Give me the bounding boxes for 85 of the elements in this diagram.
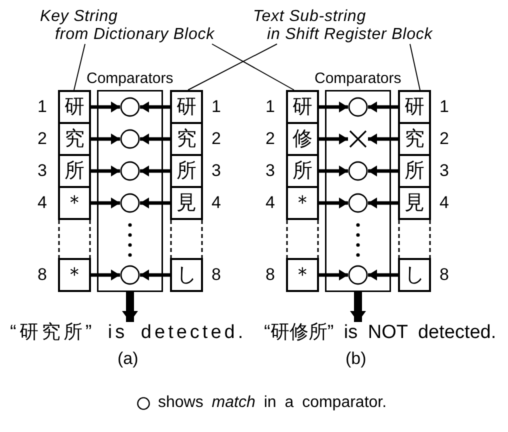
character-cell: 修 (286, 122, 319, 156)
row-number: 2 (212, 129, 221, 148)
arrow (368, 134, 398, 144)
character-cell: 見 (170, 186, 203, 220)
character-cell: 究 (398, 122, 431, 156)
arrow (319, 198, 348, 208)
result-text: “研究所” is detected. (10, 322, 246, 344)
row-number: 8 (440, 265, 449, 284)
row-number: 3 (38, 161, 47, 180)
circle-symbol (348, 265, 368, 285)
row-number: 2 (38, 129, 47, 148)
arrow (319, 270, 348, 280)
circle-symbol (120, 265, 140, 285)
circle-symbol (120, 97, 140, 117)
arrow (350, 292, 366, 322)
leader-line (188, 44, 278, 90)
circle-symbol (120, 161, 140, 181)
arrow (122, 292, 138, 322)
arrow (91, 134, 120, 144)
character-cell: ＊ (58, 186, 91, 220)
character-cell: ＊ (286, 258, 319, 292)
callout-label: Text Sub-string in Shift Register Block (253, 8, 433, 44)
row-number: 8 (266, 265, 275, 284)
row-number: 1 (440, 97, 449, 116)
row-number: 4 (38, 193, 47, 212)
circle-symbol (120, 193, 140, 213)
row-number: 3 (212, 161, 221, 180)
leader-line (410, 44, 420, 90)
result-text: “研修所” is NOT detected. (264, 322, 496, 344)
arrow (368, 102, 398, 112)
leader-line (74, 44, 86, 90)
legend-text: shows match in a comparator. (158, 394, 387, 412)
character-cell: 研 (58, 90, 91, 124)
circle-symbol (120, 129, 140, 149)
character-cell: 所 (170, 154, 203, 188)
character-cell: し (398, 258, 431, 292)
row-number: 8 (38, 265, 47, 284)
character-cell: し (170, 258, 203, 292)
arrow (319, 166, 348, 176)
character-cell: 研 (170, 90, 203, 124)
row-number: 1 (266, 97, 275, 116)
row-number: 8 (212, 265, 221, 284)
character-cell: 所 (398, 154, 431, 188)
callout-label: Key String from Dictionary Block (40, 8, 215, 44)
character-cell: 所 (286, 154, 319, 188)
row-number: 4 (212, 193, 221, 212)
arrow (140, 102, 170, 112)
arrow (140, 270, 170, 280)
character-cell: ＊ (286, 186, 319, 220)
arrow (140, 134, 170, 144)
arrow (91, 102, 120, 112)
leader-line (212, 44, 294, 90)
circle-symbol (348, 97, 368, 117)
row-number: 3 (266, 161, 275, 180)
arrow (91, 166, 120, 176)
character-cell: 究 (170, 122, 203, 156)
arrow (140, 166, 170, 176)
arrow (91, 198, 120, 208)
row-number: 4 (266, 193, 275, 212)
circle-symbol (348, 161, 368, 181)
circle-symbol (348, 193, 368, 213)
arrow (368, 270, 398, 280)
row-number: 1 (212, 97, 221, 116)
character-cell: 研 (398, 90, 431, 124)
row-number: 1 (38, 97, 47, 116)
arrow (368, 198, 398, 208)
box-heading: Comparators (314, 70, 402, 87)
row-number: 2 (266, 129, 275, 148)
character-cell: 見 (398, 186, 431, 220)
cross-symbol (348, 129, 368, 149)
row-number: 3 (440, 161, 449, 180)
arrow (91, 270, 120, 280)
panel-label: (a) (118, 349, 138, 368)
row-number: 4 (440, 193, 449, 212)
character-cell: 究 (58, 122, 91, 156)
arrow (319, 134, 348, 144)
character-cell: ＊ (58, 258, 91, 292)
arrow (368, 166, 398, 176)
arrow (319, 102, 348, 112)
row-number: 2 (440, 129, 449, 148)
arrow (140, 198, 170, 208)
character-cell: 所 (58, 154, 91, 188)
box-heading: Comparators (86, 70, 174, 87)
character-cell: 研 (286, 90, 319, 124)
panel-label: (b) (346, 349, 366, 368)
